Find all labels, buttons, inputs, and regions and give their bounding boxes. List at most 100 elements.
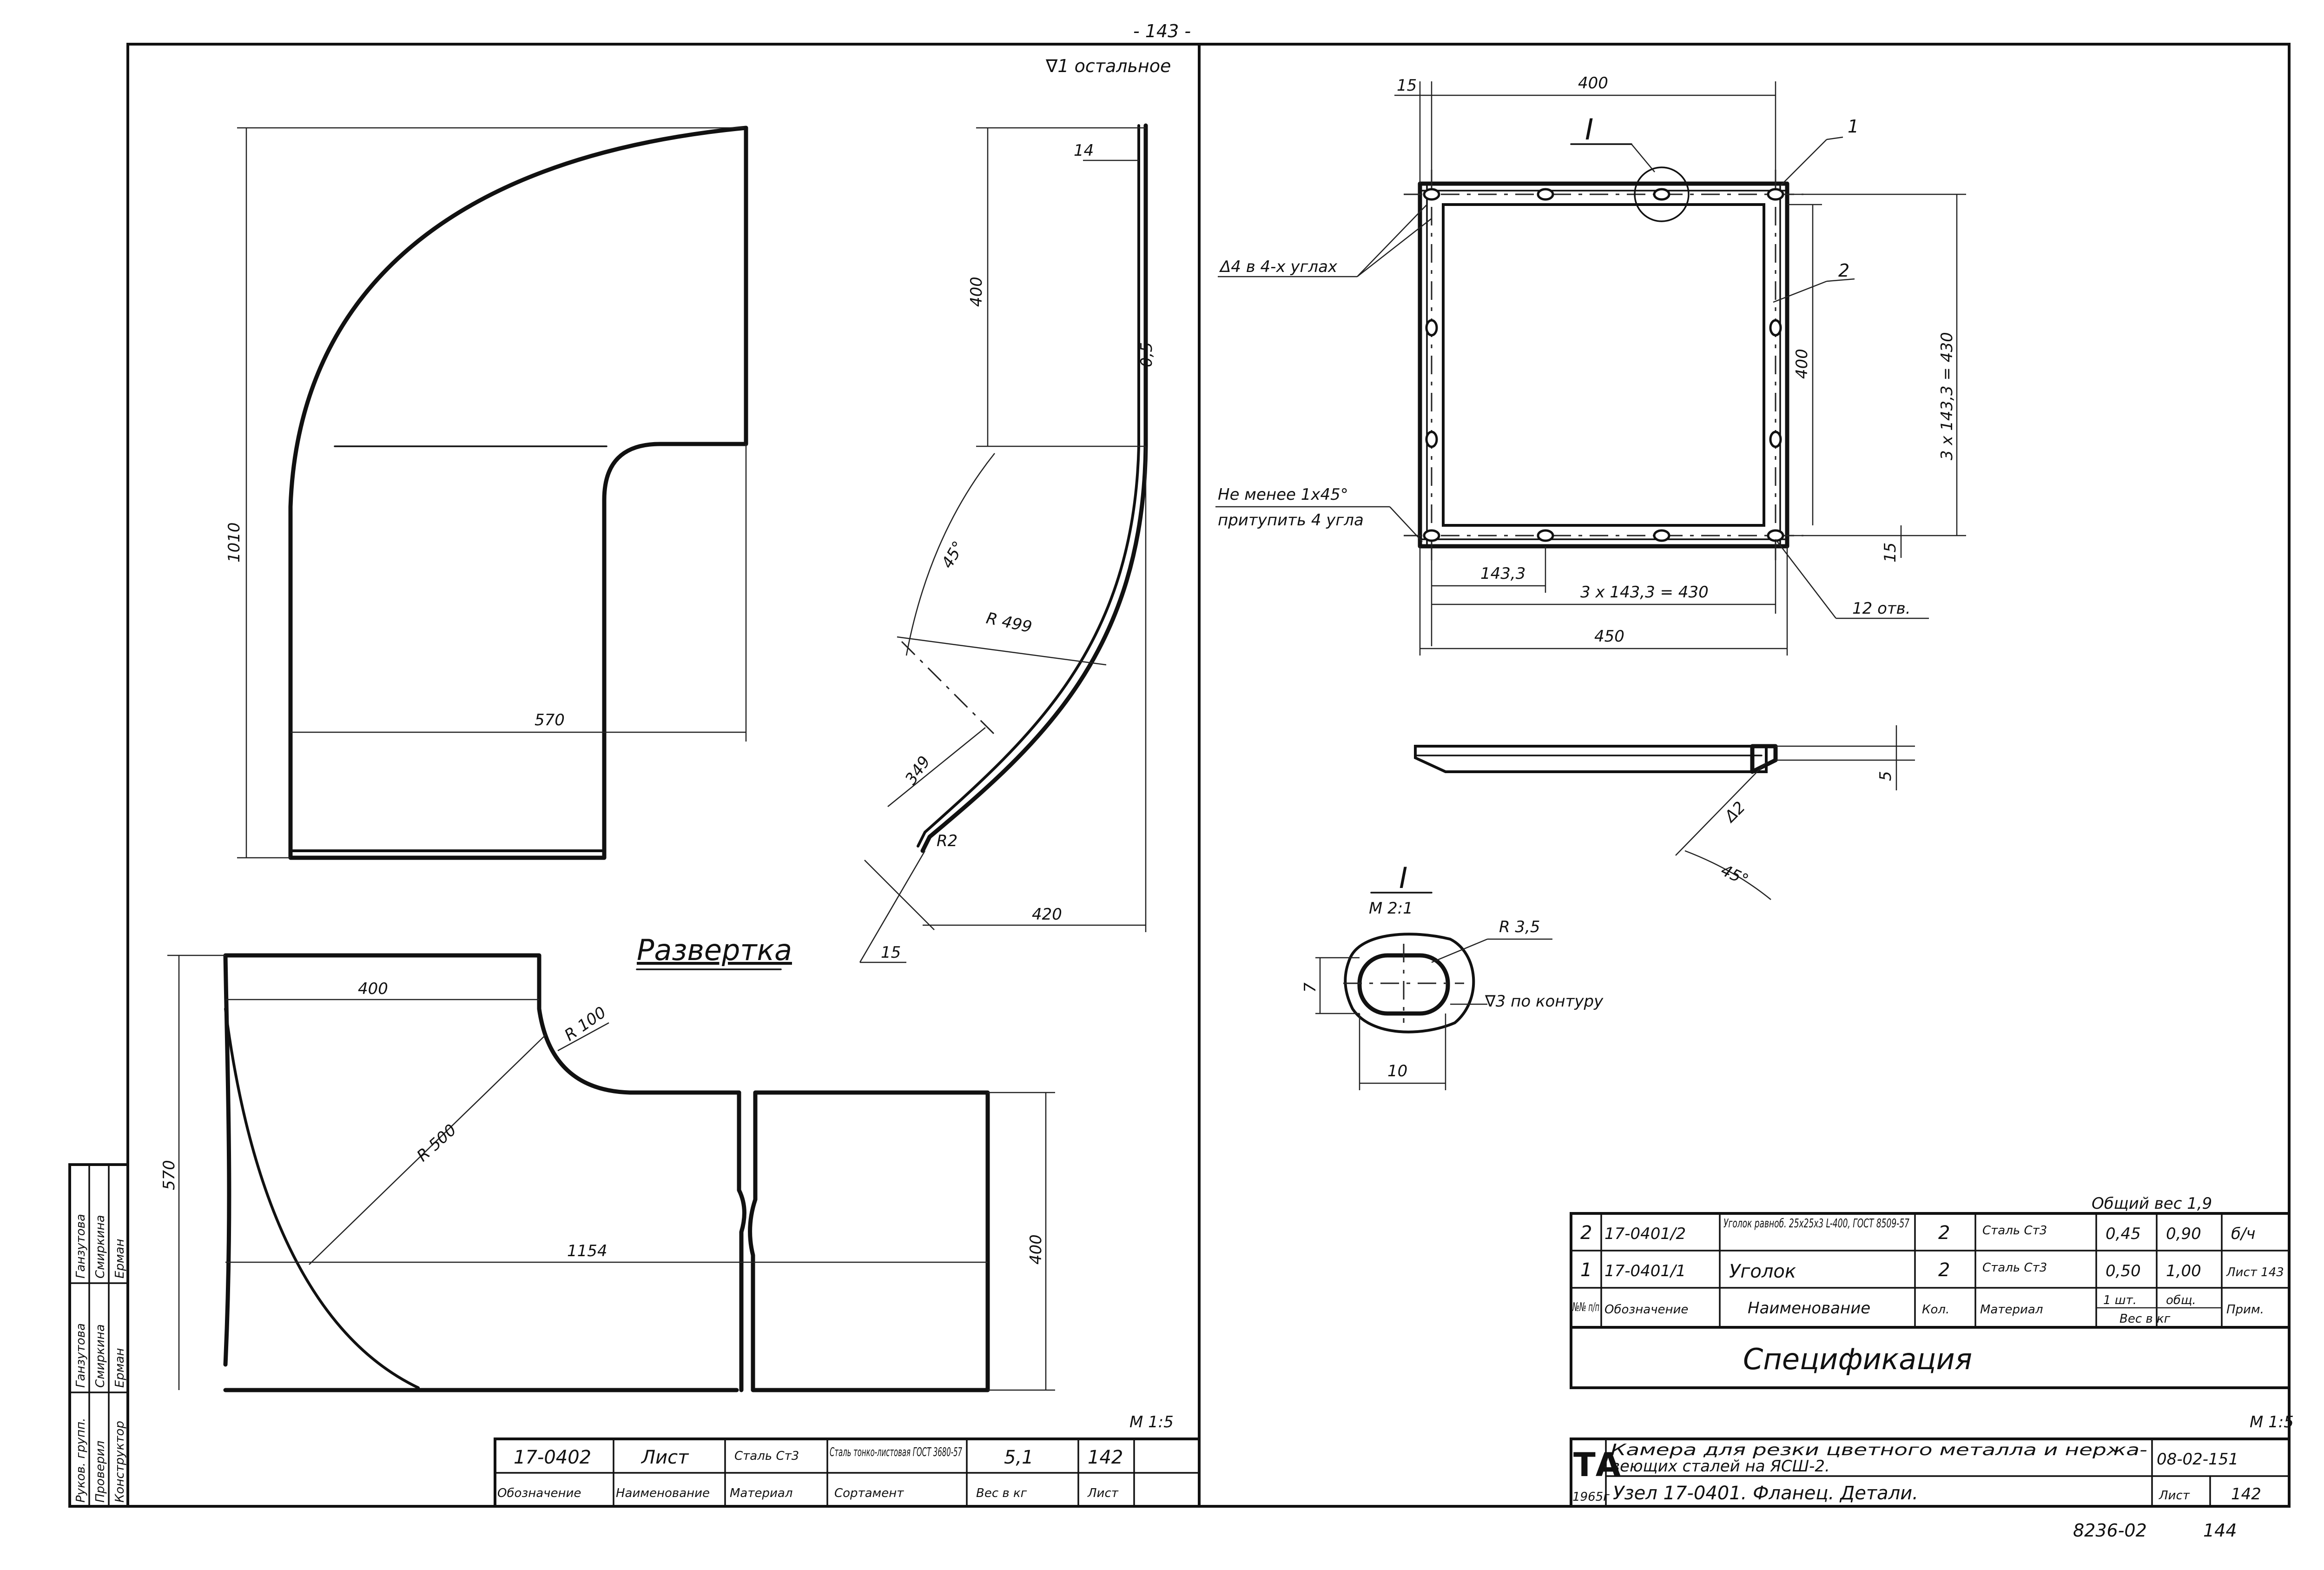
detail-title: I [1399,861,1407,895]
elbow-radius-line [897,636,1107,666]
frame-inner [1442,203,1765,527]
left-tb-h-material: Материал [730,1486,792,1500]
sig-name-2: Смиркина [93,1324,107,1388]
development-large-radius-label: R 500 [413,1120,460,1165]
left-tb-h-sheet: Лист [1087,1486,1119,1500]
elbow-chord-label: 349 [902,753,934,788]
sig-role-2: Проверил [93,1441,107,1503]
title-doc-code: 08-02-151 [2157,1450,2238,1469]
spec-r1-note: б/ч [2231,1225,2256,1243]
right-title-block: М 1:5 ТА 1965г Камера для резки цветного… [1570,1413,2294,1508]
left-tb-weight: 5,1 [1004,1447,1034,1468]
spec-r1-total: 0,90 [2166,1225,2201,1243]
spec-r1-material: Сталь Ст3 [1982,1224,2047,1238]
outer-frame [126,43,2291,1508]
plate-height-label: 1010 [225,522,244,563]
spec-r2-note: Лист 143 [2226,1265,2284,1279]
spec-h-unit: 1 шт. [2103,1293,2137,1307]
spec-h-qty: Кол. [1922,1303,1949,1317]
elbow-gap-leader [859,850,926,963]
title-desc-2: веющих сталей на ЯСШ-2. [1611,1457,1830,1476]
spec-r2-material: Сталь Ст3 [1982,1261,2047,1275]
spec-h-total: общ. [2166,1293,2196,1307]
spec-h-weight: Вес в кг [2119,1312,2171,1326]
left-tb-assortment: Сталь тонко-листовая ГОСТ 3680-57 [830,1445,962,1459]
angle-side-view: 5 45° Δ2 [1414,725,1915,900]
development-outline [223,953,741,1367]
detail-roughness-label: ∇3 по контуру [1485,992,1604,1011]
section-callout-label: I [1585,113,1593,146]
spec-r2-code: 17-0401/1 [1604,1262,1686,1280]
elbow-radius-label: R 499 [984,609,1033,637]
frame-left-offset-label: 15 [1397,76,1417,95]
spec-total-weight: Общий вес 1,9 [2092,1194,2212,1213]
elbow-gap-label: 15 [881,943,901,962]
elbow-thickness-label: 0,5 [1137,342,1156,367]
logo-ta: ТА [1573,1446,1621,1484]
sig-role-3: Конструктор [113,1421,127,1503]
spec-h-code: Обозначение [1604,1303,1688,1317]
left-tb-designation: 17-0402 [514,1447,591,1468]
signature-block: Руков. групп. Ганзутова Ганзутова Провер… [68,1163,129,1508]
spec-r1-num: 2 [1580,1222,1592,1244]
spec-h-note: Прим. [2226,1303,2264,1317]
left-tb-sheet: 142 [1088,1447,1123,1468]
spec-r2-name: Уголок [1729,1261,1796,1282]
title-desc-1: Камера для резки цветного металла и нерж… [1611,1441,2147,1459]
chamfer-note-1: Не менее 1х45° [1218,485,1348,504]
left-tb-name: Лист [640,1447,689,1468]
detail-i-view: I М 2:1 7 10 R 3,5 ∇3 по контуру [1301,861,1604,1090]
spec-r1-code: 17-0401/2 [1604,1225,1686,1243]
spec-r1-qty: 2 [1938,1222,1950,1244]
frame-holes [1423,188,1784,542]
left-scale-label: M 1:5 [1129,1413,1174,1431]
detail-outer-contour [1344,933,1475,1033]
left-tb-h-weight: Вес в кг [976,1486,1027,1500]
title-sheet-label: Лист [2159,1489,2190,1503]
spec-r2-total: 1,00 [2166,1262,2201,1280]
section-i-circle [1634,166,1690,222]
spec-h-name: Наименование [1748,1299,1870,1318]
title-sheet-number: 142 [2231,1485,2261,1504]
detail-radius-label: R 3,5 [1499,918,1540,936]
corners-note: Δ4 в 4-х углах [1219,258,1338,276]
elbow-angle-label: 45° [938,538,968,571]
sig-role-1: Руков. групп. [74,1418,88,1503]
left-tb-h-name: Наименование [616,1486,710,1500]
frame-overall-label: 450 [1594,627,1624,646]
elbow-small-radius-label: R2 [937,832,957,850]
flange-frame-view: 400 15 I 1 2 Δ4 в 4-х углах 400 3 x 143,… [1215,74,1966,656]
elbow-offset-label: 14 [1074,141,1094,160]
elbow-outer-contour [920,123,1148,853]
left-tb-h-assortment: Сортамент [834,1486,904,1500]
frame-bottom-offset-label: 15 [1881,543,1900,563]
detail-width-label: 10 [1387,1062,1407,1080]
elbow-center-line [901,641,996,735]
sig-sign-2: Смиркина [93,1215,107,1279]
item-2-label: 2 [1838,260,1849,281]
development-view: Развертка 400 R 100 R 500 570 1154 400 M… [160,933,1174,1431]
elbow-view: 400 14 0,5 45° R 499 349 R2 420 15 [859,123,1156,963]
development-length-label: 1154 [567,1242,607,1260]
angle-angle-label: 45° [1718,861,1751,890]
angle-profile [1414,745,1768,773]
archive-sheet: 144 [2203,1520,2237,1541]
elbow-angle-arc [905,453,995,656]
elbow-top-height-label: 400 [967,277,986,307]
right-scale-label: М 1:5 [2250,1413,2294,1431]
detail-scale: М 2:1 [1369,899,1413,918]
plate-outline [288,126,748,860]
spec-r2-qty: 2 [1938,1259,1950,1281]
development-small-radius-leader [557,1022,609,1052]
spec-h-num: №№ п/п [1572,1300,1599,1314]
spec-r1-name: Уголок равноб. 25х25х3 L-400, ГОСТ 8509-… [1723,1217,1909,1231]
development-break-right [748,1090,990,1392]
frame-top-dim-label: 400 [1578,74,1608,93]
holes-note: 12 отв. [1852,599,1911,618]
development-top-width-label: 400 [358,980,388,998]
plate-view: 1010 570 [225,126,748,860]
frame-height-label: 400 [1793,349,1811,379]
elbow-inner-contour [917,124,1140,848]
roughness-note: ∇1 остальное [1045,56,1171,76]
